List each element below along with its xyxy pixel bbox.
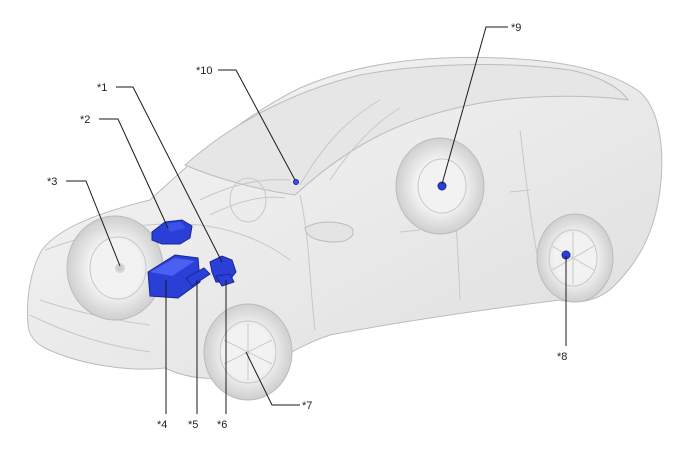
leader-line-2 <box>99 118 169 229</box>
callout-label-7: *7 <box>302 400 312 412</box>
component-9-point <box>437 181 447 191</box>
rear-right-wheel <box>536 213 614 303</box>
callout-label-2: *2 <box>80 114 90 126</box>
leader-line-1 <box>116 86 223 263</box>
leader-line-7 <box>245 351 300 406</box>
leader-line-3 <box>66 180 121 267</box>
component-4-assembly <box>147 254 201 299</box>
front-left-wheel <box>66 215 164 321</box>
callout-label-9: *9 <box>511 22 521 34</box>
component-6-assembly <box>215 273 235 287</box>
leader-lines <box>66 26 567 414</box>
front-right-wheel <box>203 303 293 401</box>
callout-label-4: *4 <box>157 419 167 431</box>
callout-labels: *1 *2 *3 *4 *5 *6 *7 *8 *9 *10 <box>47 22 567 431</box>
component-10-point <box>293 179 299 185</box>
car-body <box>27 56 663 379</box>
component-2-assembly <box>151 219 193 245</box>
component-3-point <box>117 265 123 271</box>
callout-label-3: *3 <box>47 176 57 188</box>
callout-label-5: *5 <box>188 419 198 431</box>
leader-line-10 <box>218 69 296 181</box>
component-5-assembly <box>185 267 211 287</box>
leader-line-9 <box>441 26 508 185</box>
callout-label-1: *1 <box>97 82 107 94</box>
callout-label-8: *8 <box>557 351 567 363</box>
callout-label-6: *6 <box>217 419 227 431</box>
callout-label-10: *10 <box>196 65 213 77</box>
